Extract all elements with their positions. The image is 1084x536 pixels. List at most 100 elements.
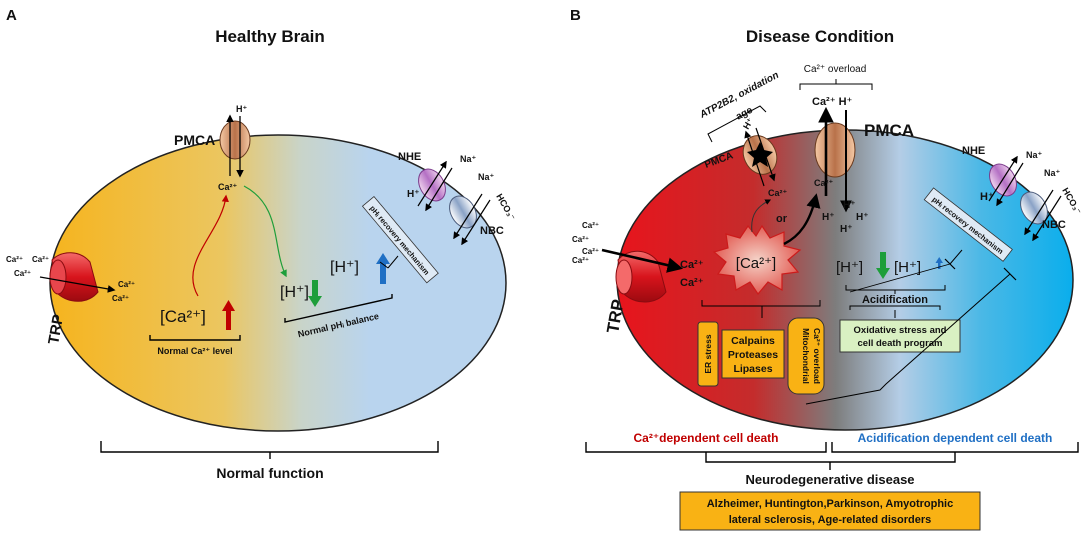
trp-ca-in-2-b: Ca²⁺ — [572, 235, 589, 244]
nhe-label-b: NHE — [962, 145, 985, 157]
ca-bracket-a: [Ca²⁺] — [160, 307, 206, 326]
trp-channel-a — [49, 252, 99, 302]
h-cluster-4: H⁺ — [843, 200, 856, 211]
trp-ca-in-2-a: Ca²⁺ — [32, 255, 49, 264]
pmca-label-a: PMCA — [174, 132, 215, 148]
h-down-arrow-b — [876, 252, 890, 279]
nhe-transporter-b — [988, 155, 1024, 207]
ca-efflux-curve-a — [192, 194, 229, 297]
h-cluster-1: H⁺ — [822, 212, 835, 223]
pmca-ca-label-a: Ca²⁺ — [218, 182, 238, 192]
ca-starburst — [712, 224, 802, 296]
acid-death-label: Acidification dependent cell death — [858, 431, 1053, 445]
disease-list-line-1: Alzheimer, Huntington,Parkinson, Amyotro… — [707, 498, 954, 510]
trp-influx-arrow-b — [601, 248, 684, 273]
panel-a-title: Healthy Brain — [215, 27, 325, 46]
nbc-transporter-a — [449, 193, 491, 246]
mito-inhibit-line — [805, 273, 1011, 405]
hco3-label-b: HCO₃⁻ — [1060, 186, 1083, 216]
disease-list-line-2: lateral sclerosis, Age-related disorders — [729, 514, 932, 526]
nhe-h-label-a: H⁺ — [407, 189, 420, 200]
calpains-label: Calpains — [731, 335, 775, 347]
ca-h-top-label: Ca²⁺ H⁺ — [812, 96, 853, 108]
h-bracket-b-1: [H⁺] — [836, 259, 863, 276]
neuro-label: Neurodegenerative disease — [745, 472, 914, 487]
pmca-big-ca-label: Ca²⁺ — [814, 178, 834, 188]
ca-inside-2-b: Ca²⁺ — [680, 277, 704, 289]
nhe-label-a: NHE — [398, 151, 421, 163]
h-up-arrow-a — [376, 253, 390, 284]
h-small-up-arrow-b — [935, 257, 943, 269]
hco3-label-a: HCO₃⁻ — [494, 192, 517, 222]
normal-function-label: Normal function — [216, 465, 323, 481]
er-stress-label: ER stress — [703, 334, 713, 373]
pmca-small-ca-label: Ca²⁺ — [768, 188, 788, 198]
ca-overload-top-label: Ca²⁺ overload — [804, 64, 867, 75]
mito-label-1: Mitochondrial — [801, 328, 811, 384]
trp-channel-b — [615, 250, 667, 303]
panel-a: A Healthy Brain PMCA H⁺ Ca²⁺ Ca²⁺ Ca²⁺ C… — [6, 7, 518, 481]
ph-recovery-inhibit-a — [379, 255, 399, 269]
na-label-1-b: Na⁺ — [1026, 150, 1043, 160]
ca-overload-top-bracket — [799, 83, 873, 90]
trp-label-a: TRP — [45, 313, 67, 345]
ph-bracket-line-a — [284, 294, 393, 323]
trp-ca-in-1-a: Ca²⁺ — [6, 255, 23, 264]
ca-star-label: [Ca²⁺] — [736, 255, 776, 272]
panel-b: B Disease Condition ATP2B2, oxidation ag… — [570, 7, 1084, 531]
oxidative-line-2: cell death program — [858, 338, 943, 349]
oxidative-line-1: Oxidative stress and — [854, 325, 947, 336]
h-bracket-a-2: [H⁺] — [330, 259, 359, 276]
na-label-2-a: Na⁺ — [478, 172, 495, 182]
na-label-2-b: Na⁺ — [1044, 168, 1061, 178]
atp2b2-bracket — [707, 105, 767, 143]
nhe-h-label-b: H⁺ — [980, 191, 994, 203]
proteases-label: Proteases — [728, 349, 778, 361]
trp-label-b: TRP — [603, 298, 628, 335]
ca-up-arrow-a — [222, 300, 235, 330]
pmca-small-h-label: H⁺ — [741, 116, 755, 131]
green-curve-a — [243, 185, 287, 278]
nbc-transporter-b — [1020, 189, 1062, 242]
disease-list-box — [679, 491, 981, 531]
h-bracket-b-2: [H⁺] — [894, 259, 921, 276]
panel-a-letter: A — [6, 7, 17, 24]
acid-sub-bracket — [849, 305, 941, 310]
panel-b-letter: B — [570, 7, 581, 24]
nbc-label-a: NBC — [480, 225, 504, 237]
trp-ca-out-1-a: Ca²⁺ — [118, 280, 135, 289]
normal-ca-label-a: Normal Ca²⁺ level — [157, 346, 232, 356]
ca-death-label: Ca²⁺dependent cell death — [633, 431, 778, 445]
panel-b-title: Disease Condition — [746, 27, 894, 46]
na-label-1-a: Na⁺ — [460, 154, 477, 164]
trp-ca-in-1-b: Ca²⁺ — [582, 221, 599, 230]
er-stress-box — [697, 321, 719, 387]
ca-bracket-line-a — [149, 335, 241, 341]
trp-ca-in-3-b: Ca²⁺ — [582, 247, 599, 256]
pmca-big-b — [814, 106, 856, 213]
h-cluster-3: H⁺ — [856, 212, 869, 223]
trp-ca-in-3-a: Ca²⁺ — [14, 269, 31, 278]
mito-label-2: Ca²⁺ overload — [812, 328, 822, 384]
pmca-big-label: PMCA — [864, 121, 914, 140]
ca-inside-1-b: Ca²⁺ — [680, 259, 704, 271]
trp-influx-arrow-a — [39, 276, 116, 293]
h-cluster-2: H⁺ — [840, 224, 853, 235]
acidification-label: Acidification — [862, 294, 928, 306]
calpains-box — [721, 329, 785, 379]
pmca-h-label-a: H⁺ — [236, 104, 247, 114]
star-to-pmca-small-arrow — [751, 199, 772, 233]
nhe-transporter-a — [417, 160, 453, 212]
pmca-inhibited-b — [742, 127, 778, 187]
h-down-arrow-a — [308, 280, 322, 307]
h-bracket-a-1: [H⁺] — [280, 284, 309, 301]
neuro-bracket — [705, 452, 956, 463]
ca-bracket-b — [701, 300, 821, 307]
trp-ca-out-2-a: Ca²⁺ — [112, 294, 129, 303]
mito-box — [787, 317, 825, 395]
nbc-label-b: NBC — [1042, 219, 1066, 231]
lipases-label: Lipases — [733, 363, 772, 375]
or-label: or — [776, 213, 788, 225]
star-to-pmca-big-arrow — [783, 193, 821, 246]
